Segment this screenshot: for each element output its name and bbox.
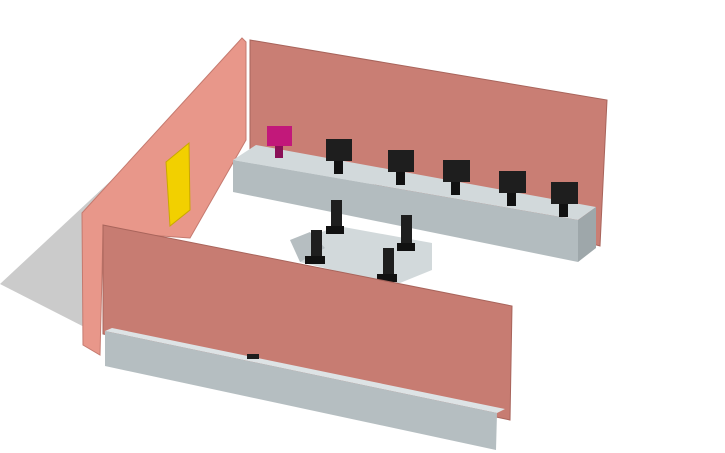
monitor: [305, 230, 325, 264]
back-monitors: [267, 126, 578, 217]
whiteboard: [165, 141, 191, 227]
left-wall: [81, 37, 247, 356]
back-desk-front: [233, 160, 578, 262]
back-desk-side: [578, 207, 596, 262]
center-monitors: [305, 200, 415, 282]
monitor: [397, 215, 415, 251]
magenta-monitor: [267, 126, 292, 158]
front-wall: [102, 224, 513, 421]
center-desk-top: [300, 226, 432, 285]
front-shelf-top: [105, 328, 505, 413]
monitor: [499, 171, 526, 206]
monitor: [326, 139, 352, 174]
monitor: [326, 200, 344, 234]
monitor: [551, 182, 578, 217]
small-object: [247, 354, 259, 359]
monitor: [443, 160, 470, 195]
back-desk-top: [233, 145, 596, 220]
monitor: [377, 248, 397, 282]
front-shelf-front: [105, 331, 497, 450]
monitor: [388, 150, 414, 185]
